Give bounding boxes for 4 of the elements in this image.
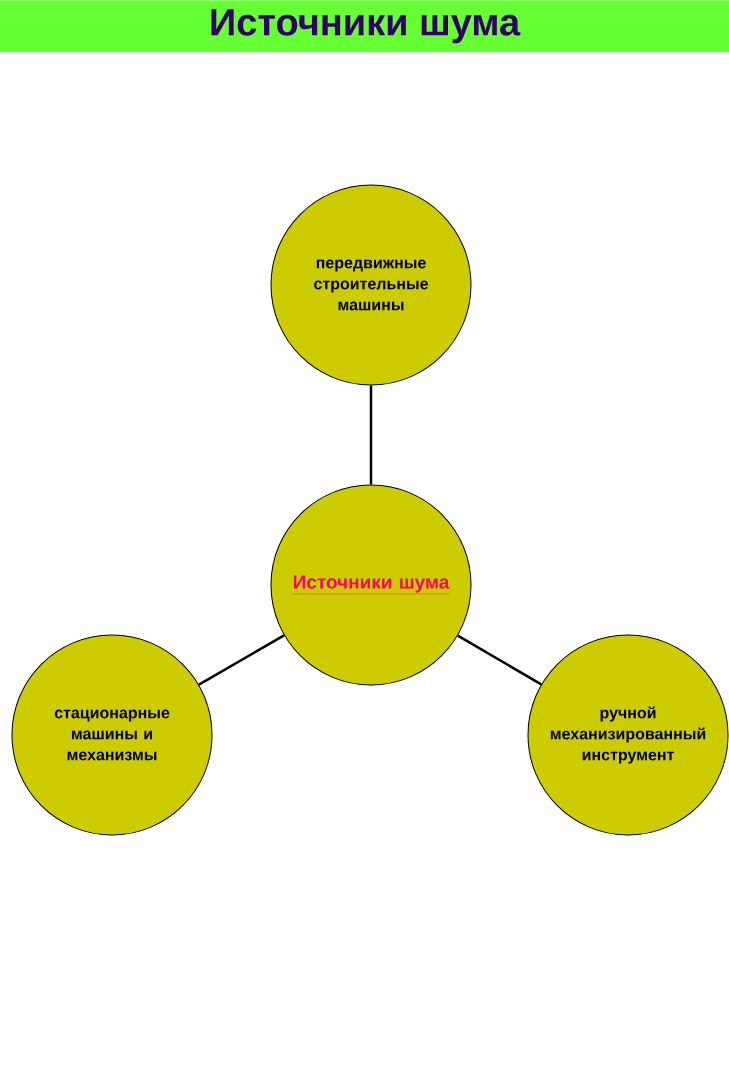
connector-line [198,634,285,686]
connector-line [369,385,373,485]
title-banner: Источники шума [0,0,729,53]
connector-line [457,634,542,686]
